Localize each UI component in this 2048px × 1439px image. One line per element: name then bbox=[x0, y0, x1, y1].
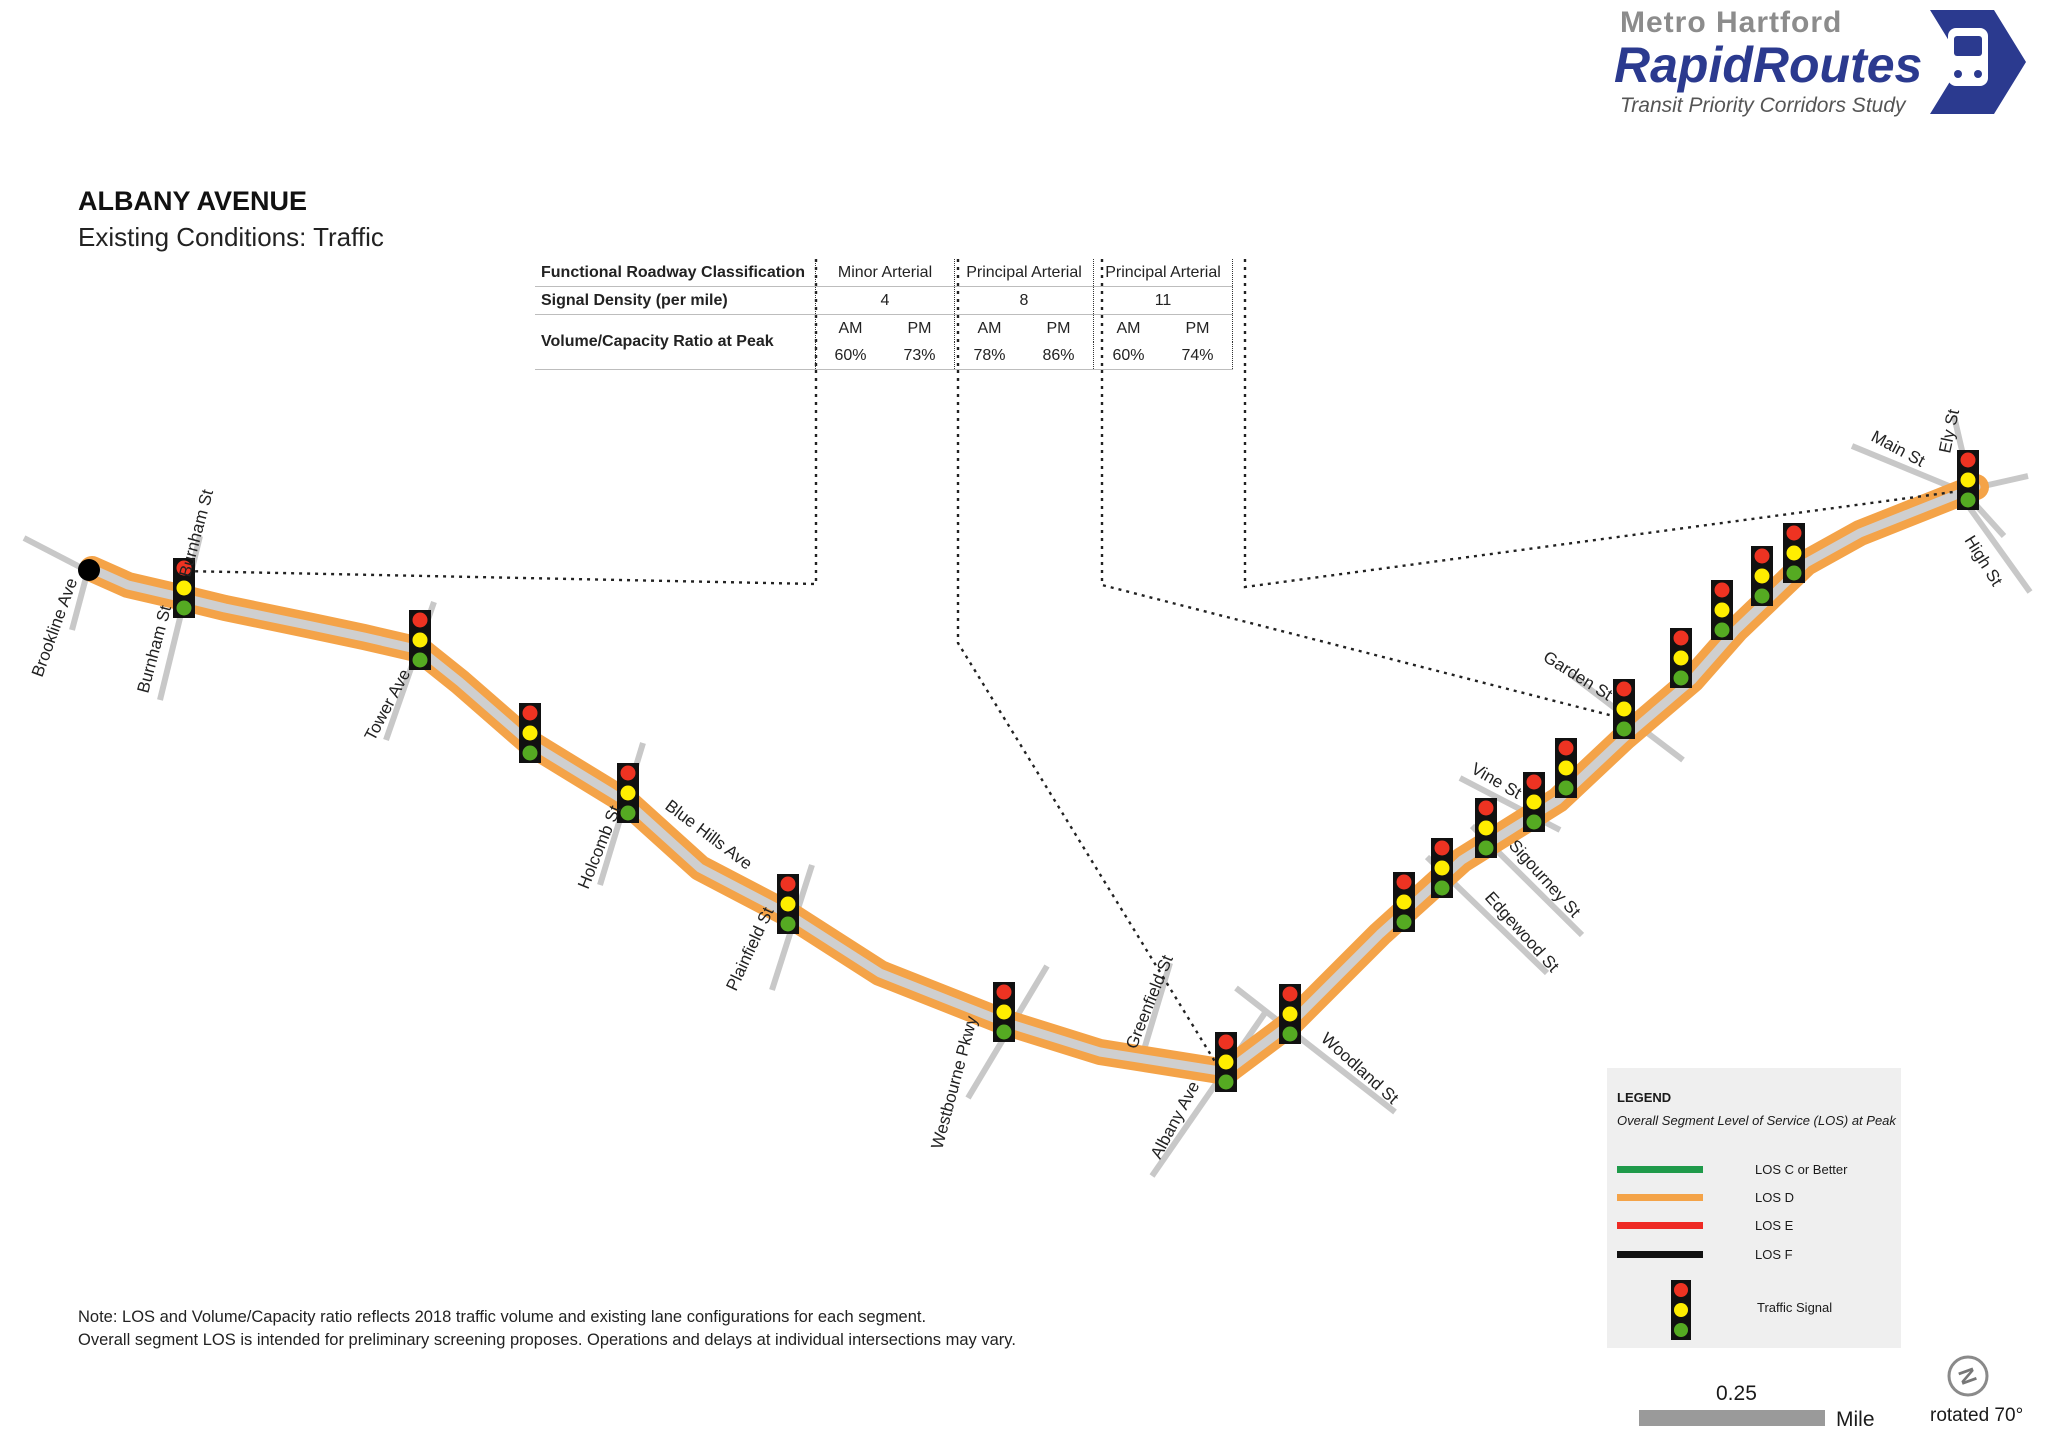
north-arrow-icon: N bbox=[1947, 1355, 1989, 1397]
traffic-signal-icon bbox=[1613, 679, 1635, 739]
legend-title: LEGEND bbox=[1617, 1090, 1672, 1105]
bus-chevron-icon bbox=[1930, 10, 2026, 114]
traffic-signal-icon bbox=[1711, 580, 1733, 640]
traffic-signal-icon bbox=[1783, 523, 1805, 583]
cross-streets bbox=[22, 415, 2033, 1178]
seg3-pm-value: 74% bbox=[1163, 342, 1233, 370]
street-label-burnham-south: Burnham St bbox=[134, 603, 176, 695]
row-label-vc: Volume/Capacity Ratio at Peak bbox=[535, 314, 816, 370]
legend-traffic-signal-icon bbox=[1671, 1280, 1691, 1340]
traffic-signal-icon bbox=[1670, 628, 1692, 688]
seg3-pm-label: PM bbox=[1163, 314, 1233, 342]
traffic-signals bbox=[173, 450, 1979, 1092]
traffic-signal-icon bbox=[617, 763, 639, 823]
traffic-signal-icon bbox=[1475, 798, 1497, 858]
seg1-density: 4 bbox=[815, 286, 955, 315]
traffic-signal-icon bbox=[409, 610, 431, 670]
page-subtitle: Existing Conditions: Traffic bbox=[78, 222, 384, 252]
traffic-signal-icon bbox=[1523, 772, 1545, 832]
seg2-am-label: AM bbox=[954, 314, 1024, 342]
seg3-am-value: 60% bbox=[1093, 342, 1163, 370]
traffic-signal-icon bbox=[777, 874, 799, 934]
seg1-pm-value: 73% bbox=[885, 342, 955, 370]
street-label-sigourney: Sigourney St bbox=[1505, 836, 1584, 921]
traffic-signal-icon bbox=[1431, 838, 1453, 898]
seg1-pm-label: PM bbox=[907, 319, 932, 337]
street-labels: Brookline Ave Burnham St Burnham St Towe… bbox=[28, 407, 2007, 1162]
legend-item-los-e: LOS E bbox=[1607, 1216, 1901, 1236]
traffic-signal-icon bbox=[1751, 546, 1773, 606]
legend-item-los-f: LOS F bbox=[1607, 1245, 1901, 1265]
traffic-signal-icon bbox=[173, 558, 195, 618]
logo-metro-hartford: Metro Hartford bbox=[1620, 6, 1843, 39]
table-row-vc-values: 60% 73% 78% 86% 60% 74% bbox=[535, 342, 1233, 370]
seg3-density: 11 bbox=[1093, 286, 1233, 315]
seg1-classification: Minor Arterial bbox=[815, 259, 955, 287]
traffic-signal-icon bbox=[1279, 984, 1301, 1044]
footnote-line-2: Overall segment LOS is intended for prel… bbox=[78, 1331, 1016, 1349]
street-label-burnham-north: Burnham St bbox=[176, 487, 218, 579]
legend-label-los-d: LOS D bbox=[1755, 1190, 1795, 1205]
legend-swatch-los-e bbox=[1617, 1222, 1703, 1229]
street-label-woodland: Woodland St bbox=[1317, 1029, 1402, 1108]
traffic-signal-icon bbox=[1957, 450, 1979, 510]
seg2-am-value: 78% bbox=[954, 342, 1024, 370]
seg1-am-label: AM bbox=[815, 314, 885, 342]
street-label-albany: Albany Ave bbox=[1147, 1078, 1204, 1162]
footnote: Note: LOS and Volume/Capacity ratio refl… bbox=[78, 1306, 1016, 1352]
traffic-signal-icon bbox=[993, 982, 1015, 1042]
rotation-label: rotated 70° bbox=[1930, 1405, 2024, 1426]
legend-label-los-c: LOS C or Better bbox=[1755, 1162, 1848, 1177]
seg2-pm-value: 86% bbox=[1024, 342, 1094, 370]
legend-label-traffic-signal: Traffic Signal bbox=[1757, 1300, 1833, 1315]
scale-bar bbox=[1639, 1410, 1825, 1426]
table-row-vc-labels: Volume/Capacity Ratio at Peak AM PM AM P… bbox=[535, 314, 1233, 370]
page-title: ALBANY AVENUE bbox=[78, 186, 308, 216]
seg2-density: 8 bbox=[954, 286, 1094, 315]
scale-unit: Mile bbox=[1836, 1408, 1875, 1431]
seg2-pm-label: PM bbox=[1046, 319, 1071, 337]
cross-street-woodland bbox=[1234, 985, 1397, 1115]
seg2-classification: Principal Arterial bbox=[954, 259, 1094, 287]
row-label-classification: Functional Roadway Classification bbox=[535, 259, 816, 287]
map-legend: LEGEND Overall Segment Level of Service … bbox=[1607, 1068, 1901, 1348]
legend-swatch-los-f bbox=[1617, 1251, 1703, 1258]
legend-label-los-e: LOS E bbox=[1755, 1218, 1794, 1233]
seg1-am-value: 60% bbox=[815, 342, 885, 370]
row-label-density: Signal Density (per mile) bbox=[535, 286, 816, 315]
traffic-signal-icon bbox=[1215, 1032, 1237, 1092]
legend-swatch-los-c bbox=[1617, 1166, 1703, 1173]
leader-segment-1 bbox=[181, 370, 818, 586]
table-row-density: Signal Density (per mile) 4 8 11 bbox=[535, 286, 1233, 315]
street-label-westbourne: Westbourne Pkwy bbox=[928, 1014, 982, 1151]
legend-item-los-c: LOS C or Better bbox=[1607, 1160, 1901, 1180]
cross-street-high-1 bbox=[1961, 498, 2033, 594]
legend-item-los-d: LOS D bbox=[1607, 1188, 1901, 1208]
traffic-signal-icon bbox=[519, 703, 541, 763]
leader-segment-2 bbox=[956, 370, 1224, 1074]
table-row-classification: Functional Roadway Classification Minor … bbox=[535, 259, 1233, 287]
traffic-signal-icon bbox=[1555, 738, 1577, 798]
footnote-line-1: Note: LOS and Volume/Capacity ratio refl… bbox=[78, 1308, 927, 1326]
traffic-signal-icon bbox=[1393, 872, 1415, 932]
legend-swatch-los-d bbox=[1617, 1194, 1703, 1201]
street-label-high: High St bbox=[1961, 532, 2007, 590]
scale-value: 0.25 bbox=[1716, 1382, 1757, 1405]
logo-rapidroutes: RapidRoutes bbox=[1614, 37, 1923, 93]
leader-segment-3b bbox=[1243, 370, 1969, 589]
street-label-garden: Garden St bbox=[1540, 647, 1616, 704]
seg3-am-label: AM bbox=[1093, 314, 1163, 342]
route-terminus bbox=[78, 559, 100, 581]
rapidroutes-logo: Metro Hartford RapidRoutes Transit Prior… bbox=[1608, 6, 2028, 124]
street-label-plainfield: Plainfield St bbox=[722, 904, 777, 994]
classification-table: Functional Roadway Classification Minor … bbox=[535, 259, 1233, 370]
legend-label-los-f: LOS F bbox=[1755, 1247, 1793, 1262]
cross-street-albany bbox=[1149, 1008, 1270, 1178]
seg3-classification: Principal Arterial bbox=[1093, 259, 1233, 287]
logo-tagline: Transit Priority Corridors Study bbox=[1620, 94, 1906, 117]
legend-subtitle: Overall Segment Level of Service (LOS) a… bbox=[1617, 1113, 1896, 1128]
